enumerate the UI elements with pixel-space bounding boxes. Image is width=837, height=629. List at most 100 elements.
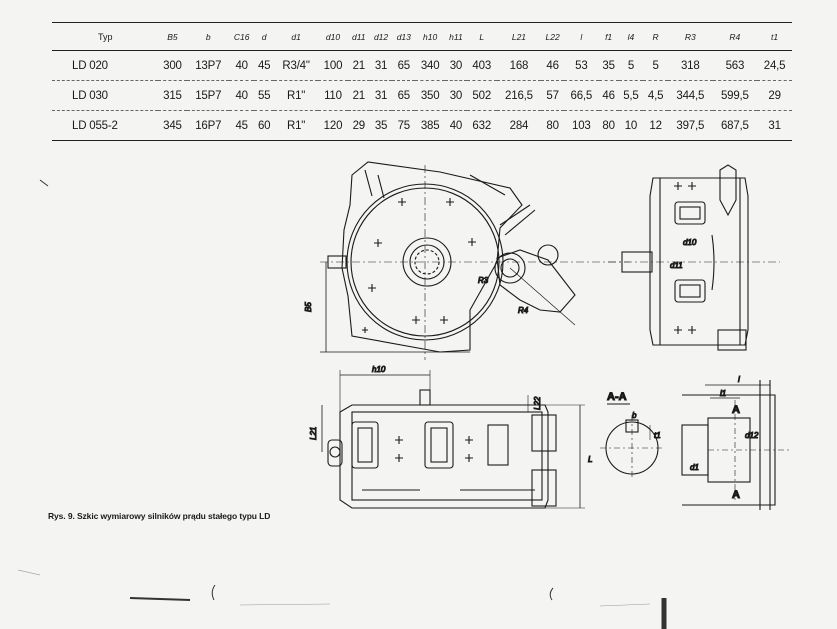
dimension-cell: 103 <box>564 110 599 141</box>
dimension-cell: 385 <box>415 110 446 141</box>
dimension-cell: 15P7 <box>187 80 230 111</box>
dimension-cell: 29 <box>757 80 792 111</box>
dimension-cell: 30 <box>445 80 467 111</box>
dimension-cell: 350 <box>415 80 446 111</box>
dimension-cell: 318 <box>667 50 713 81</box>
dimension-cell: 168 <box>496 50 542 81</box>
label-b5: B5 <box>304 302 313 312</box>
dimension-cell: 284 <box>496 110 542 141</box>
header-cell: R3 <box>667 22 713 51</box>
label-d1: d1 <box>690 463 699 472</box>
header-cell: d1 <box>274 22 319 51</box>
label-section-aa: A-A <box>607 391 627 403</box>
dimension-cell: 21 <box>347 80 370 111</box>
header-cell: R <box>643 22 668 51</box>
label-a-top: A <box>732 404 740 416</box>
header-cell: d11 <box>347 22 370 51</box>
header-cell: B5 <box>157 22 188 51</box>
dimension-cell: 35 <box>598 50 619 81</box>
dimension-cell: 340 <box>415 50 446 81</box>
label-d10: d10 <box>683 238 697 247</box>
dimension-cell: 29 <box>347 110 370 141</box>
dimension-cell: 344,5 <box>667 80 713 111</box>
motor-type-cell: LD 020 <box>52 50 158 81</box>
motor-type-cell: LD 030 <box>52 80 158 111</box>
motor-type-cell: LD 055-2 <box>52 110 158 141</box>
front-view: B5 R4 R3 <box>303 161 630 360</box>
dimension-cell: 57 <box>541 80 564 111</box>
figure-caption: Rys. 9. Szkic wymiarowy silników prądu s… <box>48 511 271 521</box>
header-cell: L <box>466 22 497 51</box>
header-cell: L22 <box>541 22 564 51</box>
table-header-row: Typ B5 b C16 d d1 d10 d11 d12 d13 h10 h1… <box>52 22 792 51</box>
dimension-cell: 13P7 <box>187 50 230 81</box>
header-cell: f1 <box>598 22 619 51</box>
header-cell: l4 <box>618 22 644 51</box>
dimension-cell: 300 <box>157 50 188 81</box>
dimension-cell: R3/4" <box>274 50 319 81</box>
dimension-cell: 632 <box>466 110 497 141</box>
dimension-cell: 10 <box>618 110 644 141</box>
dimension-cell: 315 <box>157 80 188 111</box>
dimension-cell: 46 <box>598 80 619 111</box>
scan-artifacts <box>17 179 667 629</box>
header-cell: d13 <box>392 22 416 51</box>
dimension-cell: 21 <box>347 50 370 81</box>
dimension-cell: 80 <box>541 110 564 141</box>
dimension-cell: 110 <box>318 80 348 111</box>
label-h10: h10 <box>372 365 386 374</box>
side-view: d10 d11 <box>608 164 780 351</box>
header-cell: l <box>564 22 599 51</box>
dimension-cell: 53 <box>564 50 599 81</box>
header-cell: d10 <box>318 22 348 51</box>
label-b: b <box>632 411 637 420</box>
label-l: L <box>588 455 592 464</box>
dimension-cell: 80 <box>598 110 619 141</box>
shaft-detail: A A l l1 d12 d1 <box>681 374 790 510</box>
dimension-cell: 24,5 <box>757 50 792 81</box>
dimension-table: Typ B5 b C16 d d1 d10 d11 d12 d13 h10 h1… <box>52 22 792 141</box>
dimension-cell: 60 <box>254 110 275 141</box>
dimension-cell: 65 <box>392 80 416 111</box>
header-cell: L21 <box>496 22 542 51</box>
dimension-cell: 403 <box>466 50 497 81</box>
dimension-cell: 55 <box>254 80 275 111</box>
dimension-cell: 45 <box>254 50 275 81</box>
label-l22: L22 <box>533 396 542 410</box>
header-cell: C16 <box>229 22 255 51</box>
label-l1: l1 <box>720 389 726 398</box>
dimension-cell: 16P7 <box>187 110 230 141</box>
dimension-cell: 563 <box>712 50 758 81</box>
dimension-cell: 345 <box>157 110 188 141</box>
header-cell: t1 <box>757 22 792 51</box>
label-t1: t1 <box>654 431 661 440</box>
dimension-cell: 40 <box>445 110 467 141</box>
dimension-cell: 4,5 <box>643 80 668 111</box>
label-r3: R3 <box>478 276 489 285</box>
dimension-cell: 5 <box>618 50 644 81</box>
header-cell: d12 <box>369 22 393 51</box>
dimension-cell: R1" <box>274 110 319 141</box>
header-cell: Typ <box>52 22 158 51</box>
dimension-cell: 5 <box>643 50 668 81</box>
dimension-cell: 31 <box>369 80 393 111</box>
section-aa: A-A b t1 <box>600 390 665 480</box>
dimension-cell: R1" <box>274 80 319 111</box>
dimension-cell: 120 <box>318 110 348 141</box>
label-d11: d11 <box>670 261 683 270</box>
header-cell: h11 <box>445 22 467 51</box>
dimension-cell: 100 <box>318 50 348 81</box>
dimension-cell: 31 <box>757 110 792 141</box>
dimension-cell: 35 <box>369 110 393 141</box>
label-d12: d12 <box>745 431 759 440</box>
dimension-cell: 216,5 <box>496 80 542 111</box>
dimension-cell: 5,5 <box>618 80 644 111</box>
top-view: h10 L21 L L22 <box>308 364 593 509</box>
dimension-cell: 397,5 <box>667 110 713 141</box>
label-r4: R4 <box>518 306 529 315</box>
dimension-cell: 687,5 <box>712 110 758 141</box>
